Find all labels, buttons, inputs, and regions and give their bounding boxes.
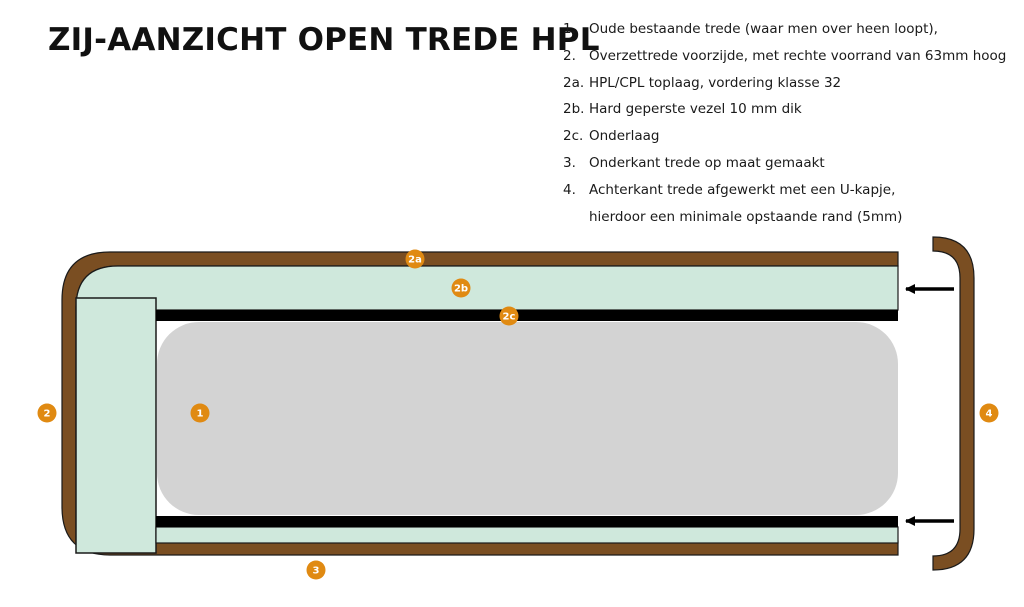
diagram-title: ZIJ-AANZICHT OPEN TREDE HPL	[48, 22, 600, 58]
bottom-mint-strip	[155, 526, 899, 544]
legend-number: 2c.	[563, 128, 584, 145]
callout-4: 4	[979, 403, 999, 423]
callout-2: 2	[37, 403, 57, 423]
legend-text: Onderlaag	[589, 128, 660, 145]
fibreboard-layer-2b	[75, 265, 899, 311]
callout-label: 2b	[454, 284, 468, 295]
legend-text: Overzettrede voorzijde, met rechte voorr…	[589, 47, 1007, 64]
front-nosing-block	[75, 297, 157, 554]
legend-number: 2b.	[563, 101, 585, 118]
callout-3: 3	[306, 560, 326, 580]
callout-2c: 2c	[499, 306, 519, 326]
old-existing-tread	[157, 322, 898, 515]
legend-number: 2.	[563, 47, 576, 64]
legend-text: Hard geperste vezel 10 mm dik	[589, 101, 802, 118]
legend-text: Achterkant trede afgewerkt met een U-kap…	[589, 181, 896, 198]
callout-1: 1	[190, 403, 210, 423]
callout-2a: 2a	[405, 249, 425, 269]
u-cap	[932, 236, 975, 571]
callout-label: 3	[313, 566, 320, 577]
legend-text: hierdoor een minimale opstaande rand (5m…	[589, 208, 903, 225]
legend-number: 4.	[563, 181, 576, 198]
legend-number: 1.	[563, 21, 576, 37]
callout-label: 2c	[503, 312, 516, 323]
callout-2b: 2b	[451, 278, 471, 298]
legend-number: 3.	[563, 154, 576, 171]
legend-number: 2a.	[563, 74, 585, 91]
callout-label: 2a	[408, 255, 422, 266]
callout-label: 1	[197, 409, 204, 420]
underlayer-bottom	[156, 516, 898, 527]
legend-text: Oude bestaande trede (waar men over heen…	[589, 21, 938, 37]
legend-text: HPL/CPL toplaag, vordering klasse 32	[589, 74, 842, 91]
underlayer-top-2c	[156, 310, 898, 321]
callout-label: 2	[44, 409, 51, 420]
legend-text: Onderkant trede op maat gemaakt	[589, 154, 825, 171]
callout-label: 4	[986, 409, 993, 420]
